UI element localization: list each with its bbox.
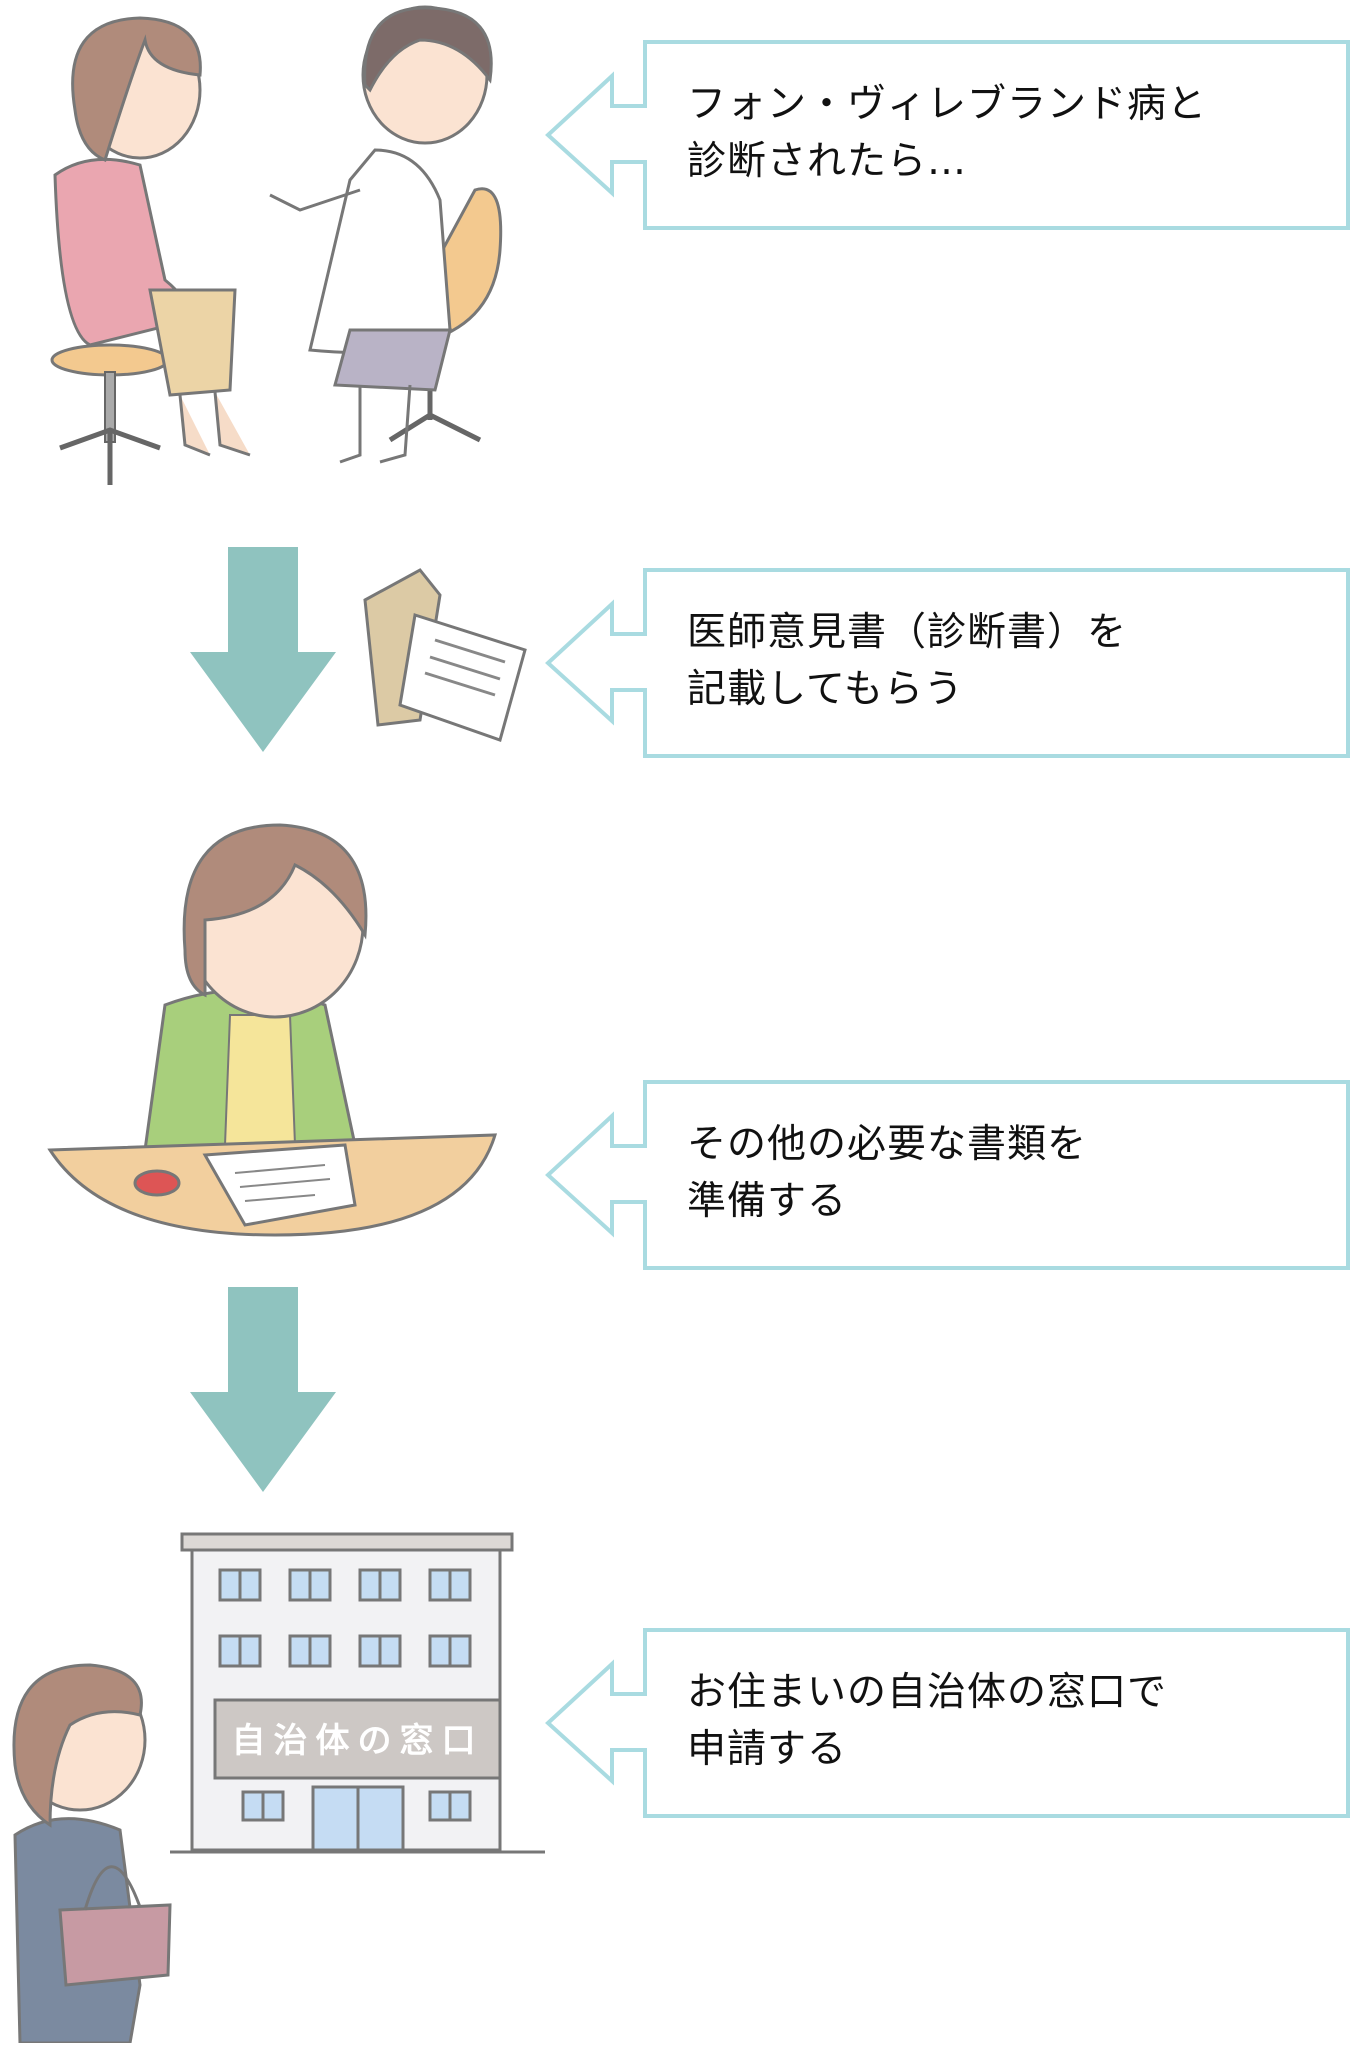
- step-1-line-1: フォン・ヴィレブランド病と: [687, 82, 1208, 127]
- municipal-office-building-illustration: 自治体の窓口: [170, 1532, 550, 1857]
- step-1-text: フォン・ヴィレブランド病と 診断されたら…: [687, 76, 1207, 190]
- step-4-line-2: 申請する: [687, 1727, 848, 1772]
- step-3-line-1: その他の必要な書類を: [687, 1122, 1088, 1167]
- step-4-text: お住まいの自治体の窓口で 申請する: [687, 1664, 1167, 1778]
- callout-arrow-frame: [545, 568, 1350, 758]
- step-2-text: 医師意見書（診断書）を 記載してもらう: [687, 604, 1127, 718]
- patient-doctor-illustration: [30, 0, 530, 490]
- building-sign-text: 自治体の窓口: [231, 1721, 484, 1761]
- down-arrow-1: [190, 547, 336, 752]
- step-4-callout: お住まいの自治体の窓口で 申請する: [545, 1628, 1350, 1818]
- step-2-line-1: 医師意見書（診断書）を: [687, 610, 1128, 655]
- woman-preparing-documents-illustration: [45, 805, 505, 1245]
- step-2-line-2: 記載してもらう: [687, 667, 964, 712]
- down-arrow-2: [190, 1287, 336, 1492]
- step-1-callout: フォン・ヴィレブランド病と 診断されたら…: [545, 40, 1350, 230]
- callout-arrow-frame: [545, 1628, 1350, 1818]
- step-3-text: その他の必要な書類を 準備する: [687, 1116, 1087, 1230]
- step-2-callout: 医師意見書（診断書）を 記載してもらう: [545, 568, 1350, 758]
- callout-arrow-frame: [545, 40, 1350, 230]
- step-3-line-2: 準備する: [687, 1179, 848, 1224]
- step-1-line-2: 診断されたら…: [687, 139, 968, 184]
- woman-with-bag-illustration: [0, 1655, 190, 2045]
- callout-arrow-frame: [545, 1080, 1350, 1270]
- step-4-line-1: お住まいの自治体の窓口で: [687, 1670, 1168, 1715]
- documents-illustration: [360, 565, 535, 745]
- step-3-callout: その他の必要な書類を 準備する: [545, 1080, 1350, 1270]
